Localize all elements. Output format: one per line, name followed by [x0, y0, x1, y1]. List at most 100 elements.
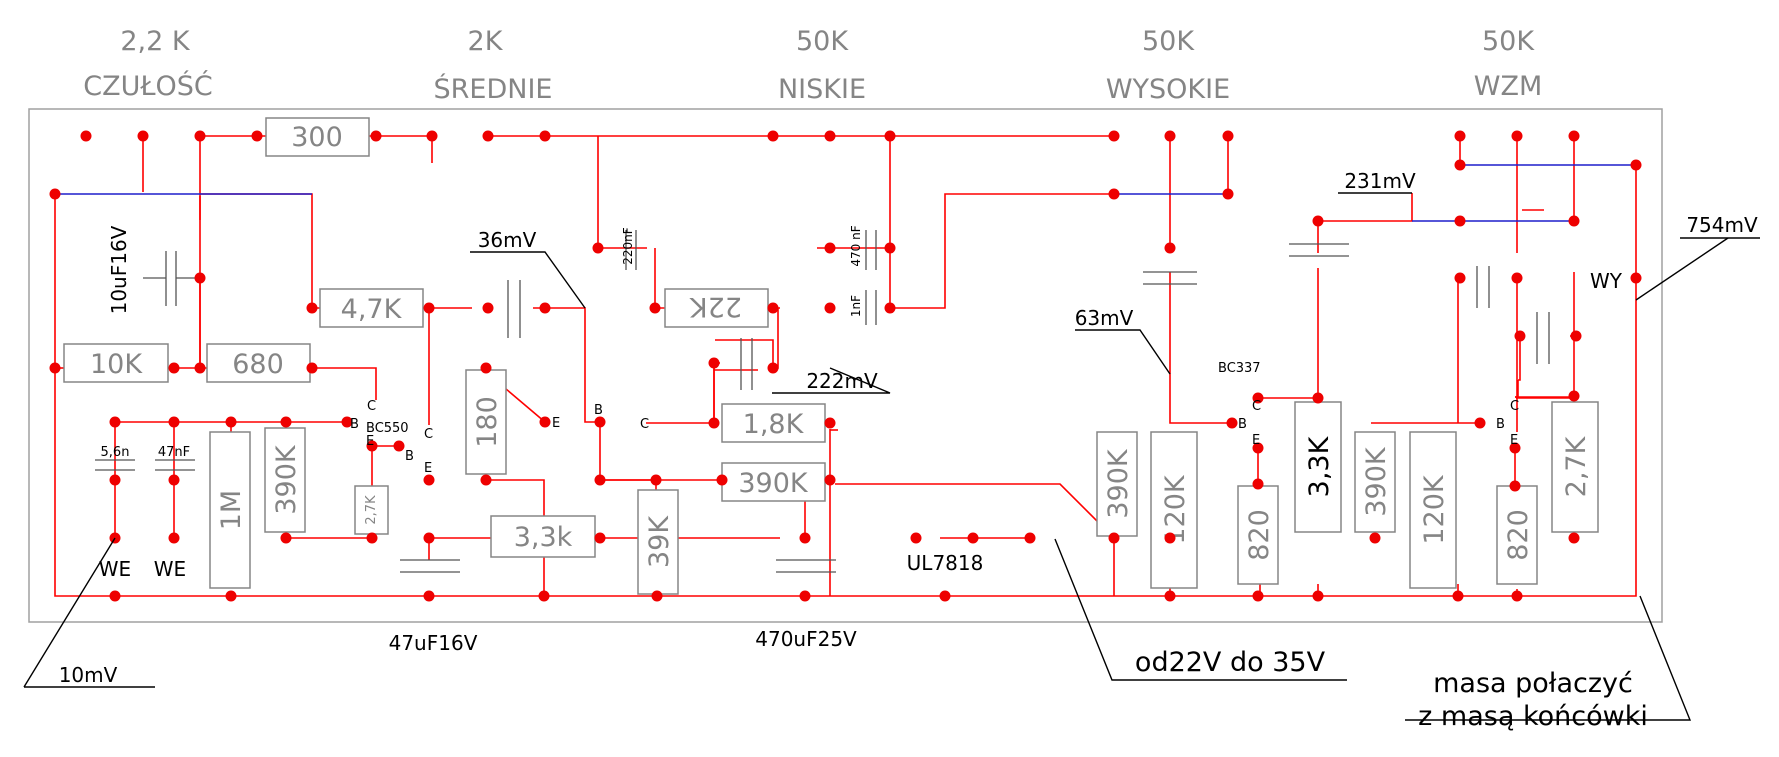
- capacitor-231mv: [1289, 243, 1349, 257]
- resistor-2k7-c-label: 2,7K: [1561, 435, 1592, 497]
- pin-c-t4: C: [1510, 399, 1519, 414]
- pin-e-t1: E: [366, 434, 374, 449]
- resistor-120k-a: [1150, 431, 1198, 589]
- capacitor-wzm-2: [1536, 312, 1550, 364]
- measurement-callouts: [23, 192, 1760, 721]
- resistor-4k7: [319, 288, 424, 328]
- bridge-wires: [55, 164, 1636, 222]
- pin-c-t3: C: [1252, 399, 1261, 414]
- resistor-120k-a-label: 120K: [1160, 474, 1191, 545]
- knob-value-srednie: 2K: [468, 26, 504, 57]
- pin-e-t3: E: [1252, 433, 1260, 448]
- capacitor-220nf: [625, 230, 637, 270]
- capacitor-coupling-1: [507, 280, 521, 338]
- capacitor-63mv: [1143, 271, 1197, 285]
- resistor-390k-c-label: 390K: [1361, 446, 1392, 517]
- capacitor-470nf: [865, 230, 877, 270]
- pin-b-t1: B: [350, 417, 359, 432]
- resistor-1m: [209, 431, 251, 589]
- resistor-120k-c-label: 120K: [1419, 474, 1450, 545]
- resistor-390k-left: [264, 427, 306, 533]
- capacitor-labels: 10uF16V 220nF 470 nF 1nF 5,6n 47nF 47uF1…: [101, 225, 863, 655]
- pin-c-t1: C: [367, 399, 376, 414]
- pin-b-t3: B: [1238, 417, 1247, 432]
- capacitor-wzm-1: [1476, 266, 1490, 308]
- knob-labels: 2,2 K CZUŁOŚĆ 2K ŚREDNIE 50K NISKIE 50K …: [83, 26, 1542, 105]
- pin-e-t4: E: [1510, 433, 1518, 448]
- knob-name-niskie: NISKIE: [778, 74, 866, 105]
- junction-nodes: [49, 130, 1642, 602]
- resistor-390k-mid: [721, 462, 826, 502]
- pin-c-t2: C: [424, 427, 433, 442]
- resistor-820-c: [1496, 485, 1538, 585]
- pin-e-t2b: E: [552, 416, 560, 431]
- measurement-222mv: 222mV: [806, 369, 878, 393]
- board-outline: [28, 108, 1663, 623]
- capacitor-47nf: [155, 459, 195, 471]
- resistor-120k-c: [1409, 431, 1457, 589]
- measurement-754mv: 754mV: [1686, 213, 1758, 237]
- resistor-2k7-small: [354, 485, 389, 535]
- resistor-390k-mid-label: 390K: [738, 468, 809, 499]
- transistor-t3-label: BC337: [1218, 361, 1261, 376]
- knob-value-wysokie: 50K: [1142, 26, 1195, 57]
- resistor-820-c-label: 820: [1503, 509, 1534, 561]
- capacitor-5n6: [95, 459, 135, 471]
- input-label-2: WE: [154, 557, 186, 581]
- resistor-390k-a-label: 390K: [1103, 448, 1134, 519]
- resistor-180: [465, 369, 507, 475]
- supply-note: od22V do 35V: [1135, 647, 1326, 678]
- resistor-4k7-label: 4,7K: [341, 294, 403, 325]
- resistor-10k-label: 10K: [90, 349, 143, 380]
- knob-value-czulosc: 2,2 K: [120, 26, 191, 57]
- knob-name-wzm: WZM: [1474, 71, 1543, 102]
- resistor-1k8-label: 1,8K: [743, 409, 805, 440]
- resistor-22k: [664, 288, 769, 328]
- resistor-180-label: 180: [472, 396, 503, 448]
- resistor-labels: 300 10K 680 4,7K 22K 180 1,8K 390K 3,3k …: [90, 122, 1592, 568]
- knob-value-wzm: 50K: [1482, 26, 1535, 57]
- resistor-390k-left-label: 390K: [271, 444, 302, 515]
- resistor-2k7-small-label: 2,7K: [364, 495, 379, 525]
- resistor-680-label: 680: [232, 349, 284, 380]
- measurement-10mv: 10mV: [59, 663, 118, 687]
- pin-b-t4: B: [1496, 417, 1505, 432]
- pin-b-t2: B: [594, 403, 603, 418]
- resistor-820-a-label: 820: [1244, 509, 1275, 561]
- measurement-63mv: 63mV: [1075, 306, 1134, 330]
- resistor-10k: [63, 343, 169, 383]
- ground-note-line2: z masą końcówki: [1418, 701, 1648, 732]
- resistor-1k8: [721, 403, 826, 443]
- resistor-2k7-c: [1551, 401, 1599, 533]
- resistors: [63, 117, 1599, 595]
- capacitor-10uf: [143, 251, 200, 306]
- capacitor-47uf-label: 47uF16V: [389, 631, 478, 655]
- input-label-1: WE: [99, 557, 131, 581]
- resistor-3k3-mid-label: 3,3k: [514, 522, 573, 553]
- transistor-t1-label: BC550: [366, 421, 409, 436]
- regulator-label: UL7818: [907, 551, 984, 575]
- capacitors: [95, 230, 1550, 573]
- resistor-820-a: [1237, 485, 1279, 585]
- capacitor-470uf-label: 470uF25V: [755, 627, 857, 651]
- output-label: WY: [1590, 269, 1623, 293]
- resistor-390k-a: [1096, 431, 1138, 537]
- capacitor-1nf-label: 1nF: [849, 295, 863, 317]
- transistor-pins: C B E B BC550 C E E B C BC337 C B E C B …: [350, 361, 1519, 476]
- ground-note-line1: masa połaczyć: [1433, 668, 1633, 699]
- pin-e-t2: E: [424, 461, 432, 476]
- measurement-labels: 10mV 36mV 222mV 63mV 231mV 754mV: [59, 169, 1758, 687]
- measurement-36mv: 36mV: [478, 228, 537, 252]
- capacitor-470uf: [776, 559, 836, 573]
- resistor-300: [265, 117, 370, 157]
- resistor-39k-label: 39K: [644, 515, 675, 568]
- resistor-3k3-b-label: 3,3K: [1304, 435, 1335, 497]
- capacitor-220nf-label: 220nF: [621, 227, 635, 265]
- pin-b-t1b: B: [405, 449, 414, 464]
- resistor-300-label: 300: [291, 122, 343, 153]
- knob-value-niskie: 50K: [796, 26, 849, 57]
- capacitor-47nf-label: 47nF: [158, 445, 190, 460]
- capacitor-470nf-label: 470 nF: [849, 225, 863, 266]
- capacitor-222-node: [740, 338, 753, 390]
